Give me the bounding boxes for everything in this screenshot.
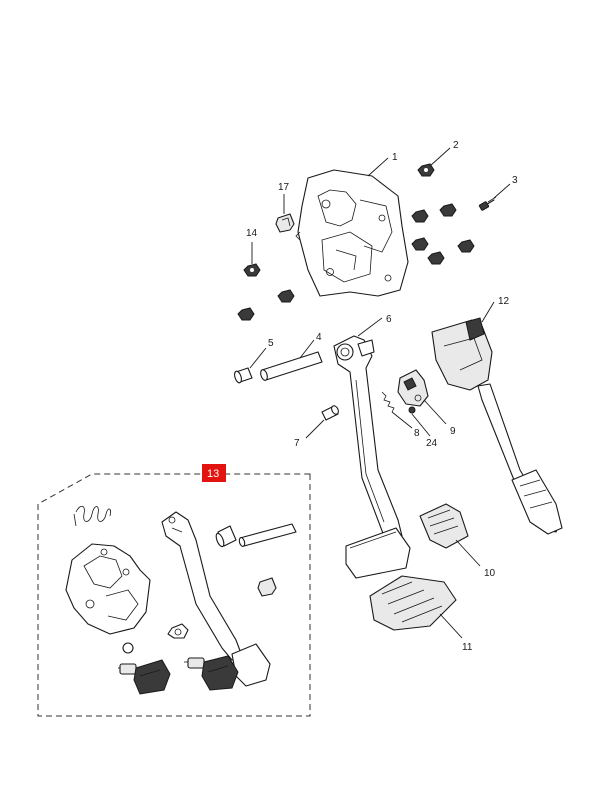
kit-brake-switch xyxy=(118,659,171,695)
kit-13-border xyxy=(37,473,311,717)
kit-nut xyxy=(167,623,189,639)
nut-2 xyxy=(417,163,435,177)
leader-11 xyxy=(439,613,463,639)
kit-13-label xyxy=(202,464,226,482)
leader-24 xyxy=(411,413,431,437)
leader-2 xyxy=(429,147,451,167)
leader-9 xyxy=(423,399,447,425)
callout-6: 6 xyxy=(386,314,392,325)
kit-brake-pedal xyxy=(161,511,271,687)
kit-stop-lamp-switch xyxy=(184,655,239,691)
pedal-pad-10 xyxy=(419,503,469,549)
kit-13-group: 13 xyxy=(37,464,311,717)
leader-12 xyxy=(481,301,495,323)
leader-6 xyxy=(357,317,383,337)
callout-14: 14 xyxy=(246,228,258,239)
screw-3 xyxy=(478,196,497,211)
callout-2: 2 xyxy=(453,140,459,151)
callout-3: 3 xyxy=(512,175,518,186)
clip-17 xyxy=(275,213,295,233)
callout-4: 4 xyxy=(316,332,322,343)
kit-clip xyxy=(257,577,277,597)
nut-14 xyxy=(243,263,261,277)
kit-bushing xyxy=(215,525,237,548)
callout-5: 5 xyxy=(268,338,274,349)
kit-pedal-bracket xyxy=(65,543,151,635)
accelerator-pedal-12 xyxy=(431,317,563,535)
bracket-nuts xyxy=(237,203,475,321)
pin-7 xyxy=(321,405,339,421)
kit-o-ring xyxy=(122,642,134,654)
callout-11: 11 xyxy=(462,642,473,653)
callout-7: 7 xyxy=(294,438,300,449)
callout-17: 17 xyxy=(278,182,290,193)
callout-24: 24 xyxy=(426,438,438,449)
pedal-bracket xyxy=(295,169,409,297)
brake-pedal-6 xyxy=(333,335,411,579)
kit-pivot-shaft xyxy=(238,523,297,547)
leader-4 xyxy=(299,339,315,359)
leader-8 xyxy=(391,411,413,429)
pivot-shaft-4 xyxy=(260,351,323,381)
leader-10 xyxy=(455,539,481,567)
spring-8 xyxy=(381,391,395,413)
callout-12: 12 xyxy=(498,296,510,307)
callout-8: 8 xyxy=(414,428,420,439)
callout-1: 1 xyxy=(392,152,398,163)
callout-10: 10 xyxy=(484,568,496,579)
nut-24 xyxy=(408,406,416,414)
bushing-5 xyxy=(234,367,253,384)
switch-9 xyxy=(397,369,429,407)
leader-7 xyxy=(305,419,325,439)
pedal-pad-11 xyxy=(369,575,457,631)
leader-1 xyxy=(367,157,389,177)
leader-3 xyxy=(493,183,511,199)
leader-5 xyxy=(249,347,267,369)
callout-9: 9 xyxy=(450,426,456,437)
kit-return-spring xyxy=(73,505,111,527)
kit-13-label-text: 13 xyxy=(207,468,219,480)
